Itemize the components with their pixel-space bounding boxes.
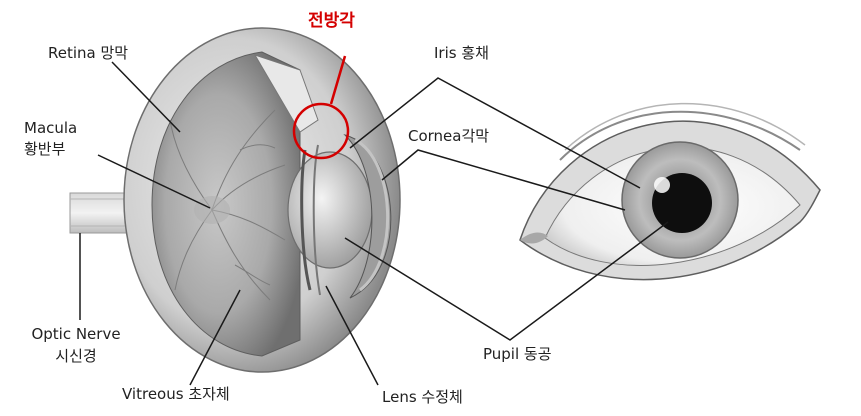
vitreous-label: Vitreous 초자체 — [122, 385, 230, 404]
retina-label: Retina 망막 — [48, 44, 128, 63]
pupil-label: Pupil 동공 — [483, 345, 552, 364]
optic-nerve-label-en: Optic Nerve — [6, 325, 146, 344]
macula-label-en: Macula — [24, 119, 77, 138]
macula-label-ko: 황반부 — [24, 140, 65, 159]
iris-label: Iris 홍채 — [434, 44, 489, 63]
cornea-label: Cornea각막 — [408, 127, 489, 146]
lens-label: Lens 수정체 — [382, 388, 463, 407]
anterior-chamber-angle-label: 전방각 — [308, 12, 355, 31]
optic-nerve-label-ko: 시신경 — [6, 347, 146, 366]
